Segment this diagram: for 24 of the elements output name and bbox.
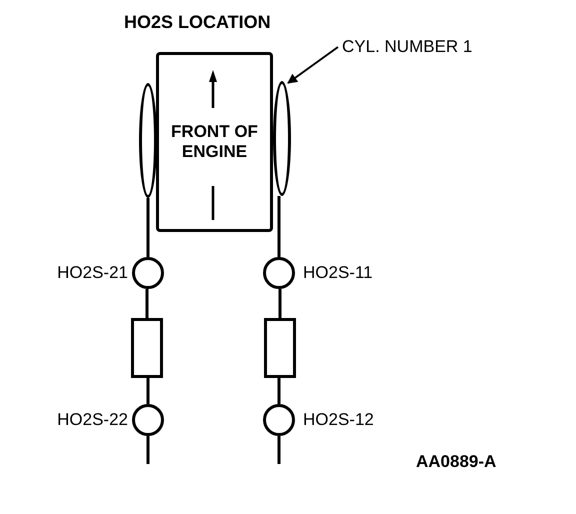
exhaust-pipe [146, 436, 150, 464]
figure-code: AA0889-A [416, 451, 496, 473]
exhaust-pipe [146, 289, 148, 318]
sensor-label: HO2S-22 [57, 409, 128, 431]
catalytic-converter [131, 318, 163, 378]
leader-line [287, 46, 339, 84]
exhaust-pipe [278, 378, 280, 404]
exhaust-manifold [273, 81, 291, 196]
oxygen-sensor [132, 404, 164, 436]
oxygen-sensor [132, 257, 164, 289]
catalytic-converter [264, 318, 296, 378]
exhaust-pipe [278, 196, 280, 257]
engine-block [156, 52, 273, 232]
oxygen-sensor [263, 404, 295, 436]
sensor-label: HO2S-11 [303, 262, 373, 284]
sensor-label: HO2S-21 [57, 262, 128, 284]
diagram-title: HO2S LOCATION [124, 11, 271, 34]
sensor-label: HO2S-12 [303, 409, 374, 431]
exhaust-pipe [146, 198, 150, 257]
oxygen-sensor [263, 257, 295, 289]
exhaust-pipe [146, 378, 150, 404]
exhaust-pipe [278, 289, 282, 318]
exhaust-pipe [278, 436, 280, 464]
callout-label: CYL. NUMBER 1 [342, 36, 532, 58]
